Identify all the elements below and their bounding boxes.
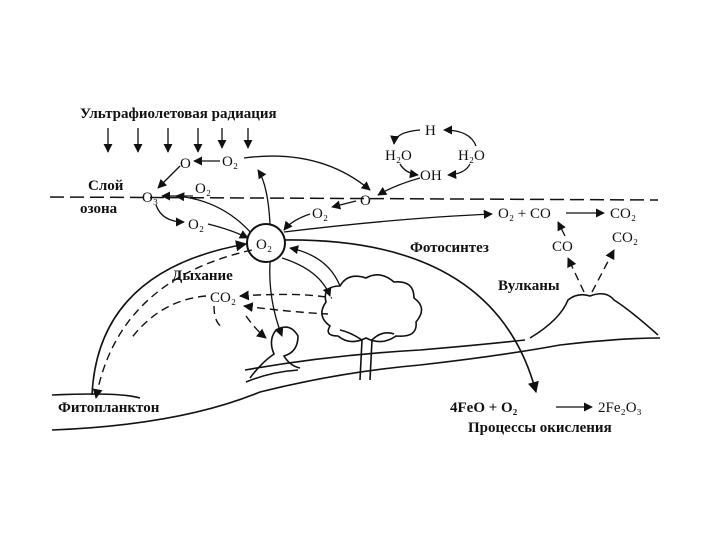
arrow-co2-to-person — [246, 316, 266, 338]
oxidation-processes-label: Процессы окисления — [468, 420, 612, 436]
formula-o2-center: O₂ — [256, 237, 272, 253]
arrow-tree-to-o2 — [290, 248, 340, 286]
arrow-o-to-o3 — [158, 166, 180, 188]
ozone-layer-label-1: Слой — [88, 178, 124, 194]
formula-h-plus: H — [425, 123, 436, 139]
uv-radiation-label: Ультрафиолетовая радиация — [80, 106, 277, 122]
formula-oh: OH — [420, 168, 442, 184]
arrow-oh-to-o — [378, 178, 420, 195]
arrow-volcano-co — [568, 258, 584, 292]
formula-o2-plus-co: O₂ + CO — [498, 206, 551, 222]
arrow-o-to-o2 — [332, 201, 356, 207]
formula-co-volcano: CO — [552, 239, 573, 255]
formula-feo-equation: 4FeO + O₂ — [450, 400, 518, 416]
volcano — [530, 294, 658, 338]
arrow-o3-to-o2 — [156, 205, 184, 222]
formula-h2o-right: H₂O — [458, 148, 485, 164]
photosynthesis-label: Фотосинтез — [410, 240, 489, 256]
dashed-co2-to-sea — [130, 296, 206, 340]
formula-co2-volcano: CO₂ — [612, 230, 638, 246]
respiration-label: Дыхание — [172, 268, 233, 284]
arrow-h2o-to-oh-2 — [448, 164, 470, 175]
formula-o2-mid: O₂ — [195, 181, 211, 197]
arrow-h-to-h2o — [394, 130, 420, 144]
arrow-h2o-to-h — [444, 130, 476, 146]
formula-fe2o3: 2Fe₂O₃ — [598, 400, 642, 416]
formula-o2-top: O₂ — [222, 154, 238, 170]
arrow-o2-to-person — [270, 262, 282, 336]
arrow-co-up — [558, 222, 565, 236]
formula-co2-resp: CO₂ — [210, 290, 236, 306]
formula-co2-right: CO₂ — [610, 206, 636, 222]
formula-o-top: O — [180, 156, 191, 172]
dashed-tree-co2 — [240, 294, 332, 298]
person-figure — [246, 327, 300, 382]
uv-arrows — [108, 128, 248, 152]
ozone-layer-label-2: озона — [80, 201, 118, 217]
volcanoes-label: Вулканы — [498, 278, 560, 294]
formula-o2-right: O₂ — [312, 206, 328, 222]
arrow-h2o-to-oh — [400, 164, 418, 175]
formula-h2o-left: H₂O — [385, 148, 412, 164]
arrow-volcano-co2 — [592, 250, 614, 292]
formula-o2-low: O₂ — [188, 217, 204, 233]
phytoplankton-label: Фитопланктон — [58, 400, 160, 416]
arrow-center-to-o2-top — [258, 170, 270, 224]
tree — [322, 275, 422, 380]
formula-o3: O₃ — [142, 190, 158, 206]
ground-line-lower — [52, 338, 660, 430]
arrow-o2-to-center — [208, 224, 248, 238]
formula-o-radical: O — [360, 193, 371, 209]
arrow-o2-to-tree — [282, 258, 330, 296]
arrow-phytoplankton-to-o2 — [92, 244, 246, 395]
dashed-co2-person — [214, 306, 224, 328]
arrow-o2-right-to-center — [284, 214, 310, 230]
dashed-tree-co2-2 — [244, 306, 328, 314]
arrow-o2-top-to-o — [244, 156, 370, 190]
